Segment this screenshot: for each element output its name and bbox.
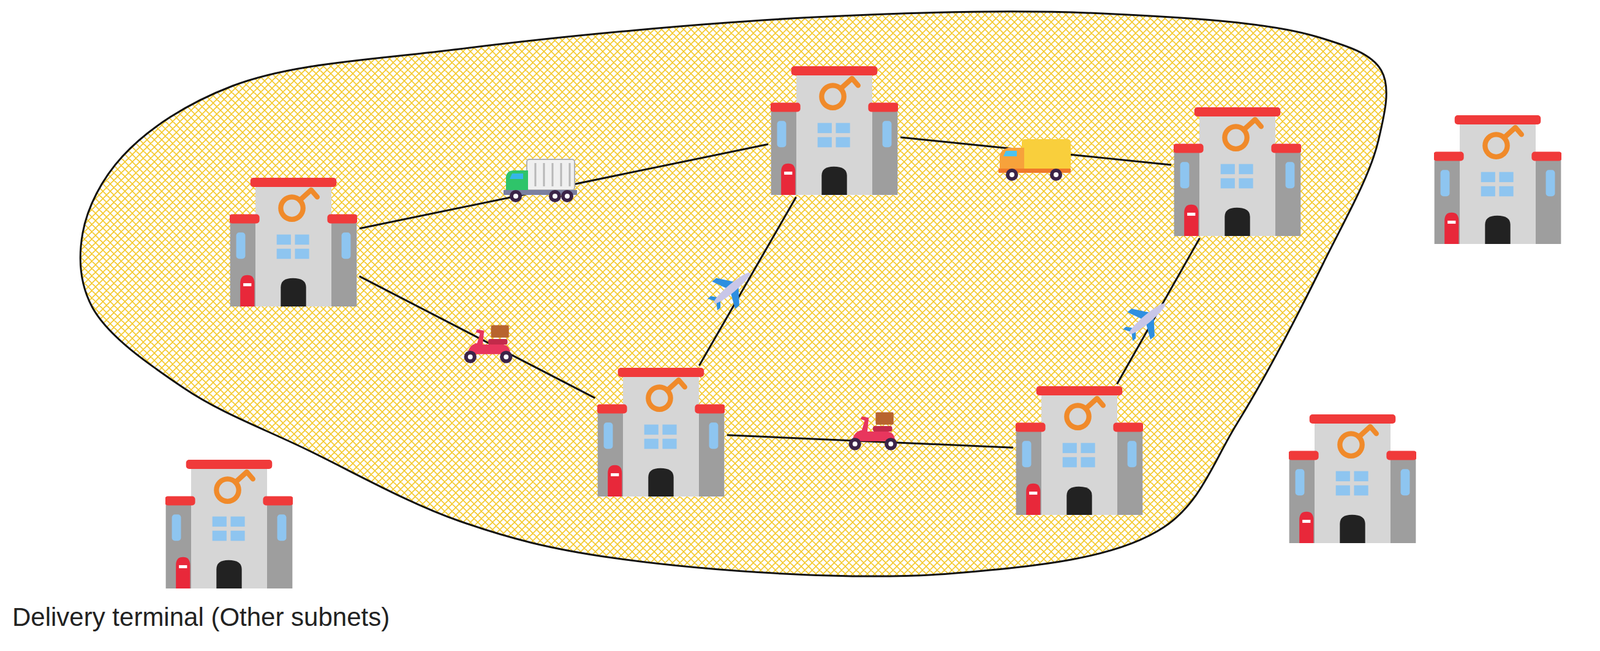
building-icon (1433, 115, 1562, 244)
post-office-building (1173, 107, 1302, 236)
building-icon (597, 367, 725, 497)
post-office-building (1288, 414, 1417, 543)
post-office-building (1015, 385, 1144, 515)
building-icon (229, 177, 358, 307)
post-office-building (770, 66, 899, 195)
building-icon (1015, 385, 1144, 515)
post-office-building (1433, 115, 1562, 244)
post-office-building (597, 367, 725, 497)
terminal-label: Delivery terminal (Other subnets) (12, 601, 390, 633)
post-office-building: Delivery terminal (Other subnets) (12, 459, 390, 633)
building-icon (1173, 107, 1302, 236)
region-shape (80, 11, 1387, 576)
post-office-building (229, 177, 358, 307)
building-icon (1288, 414, 1417, 543)
building-icon (165, 459, 293, 589)
building-icon (770, 66, 899, 195)
